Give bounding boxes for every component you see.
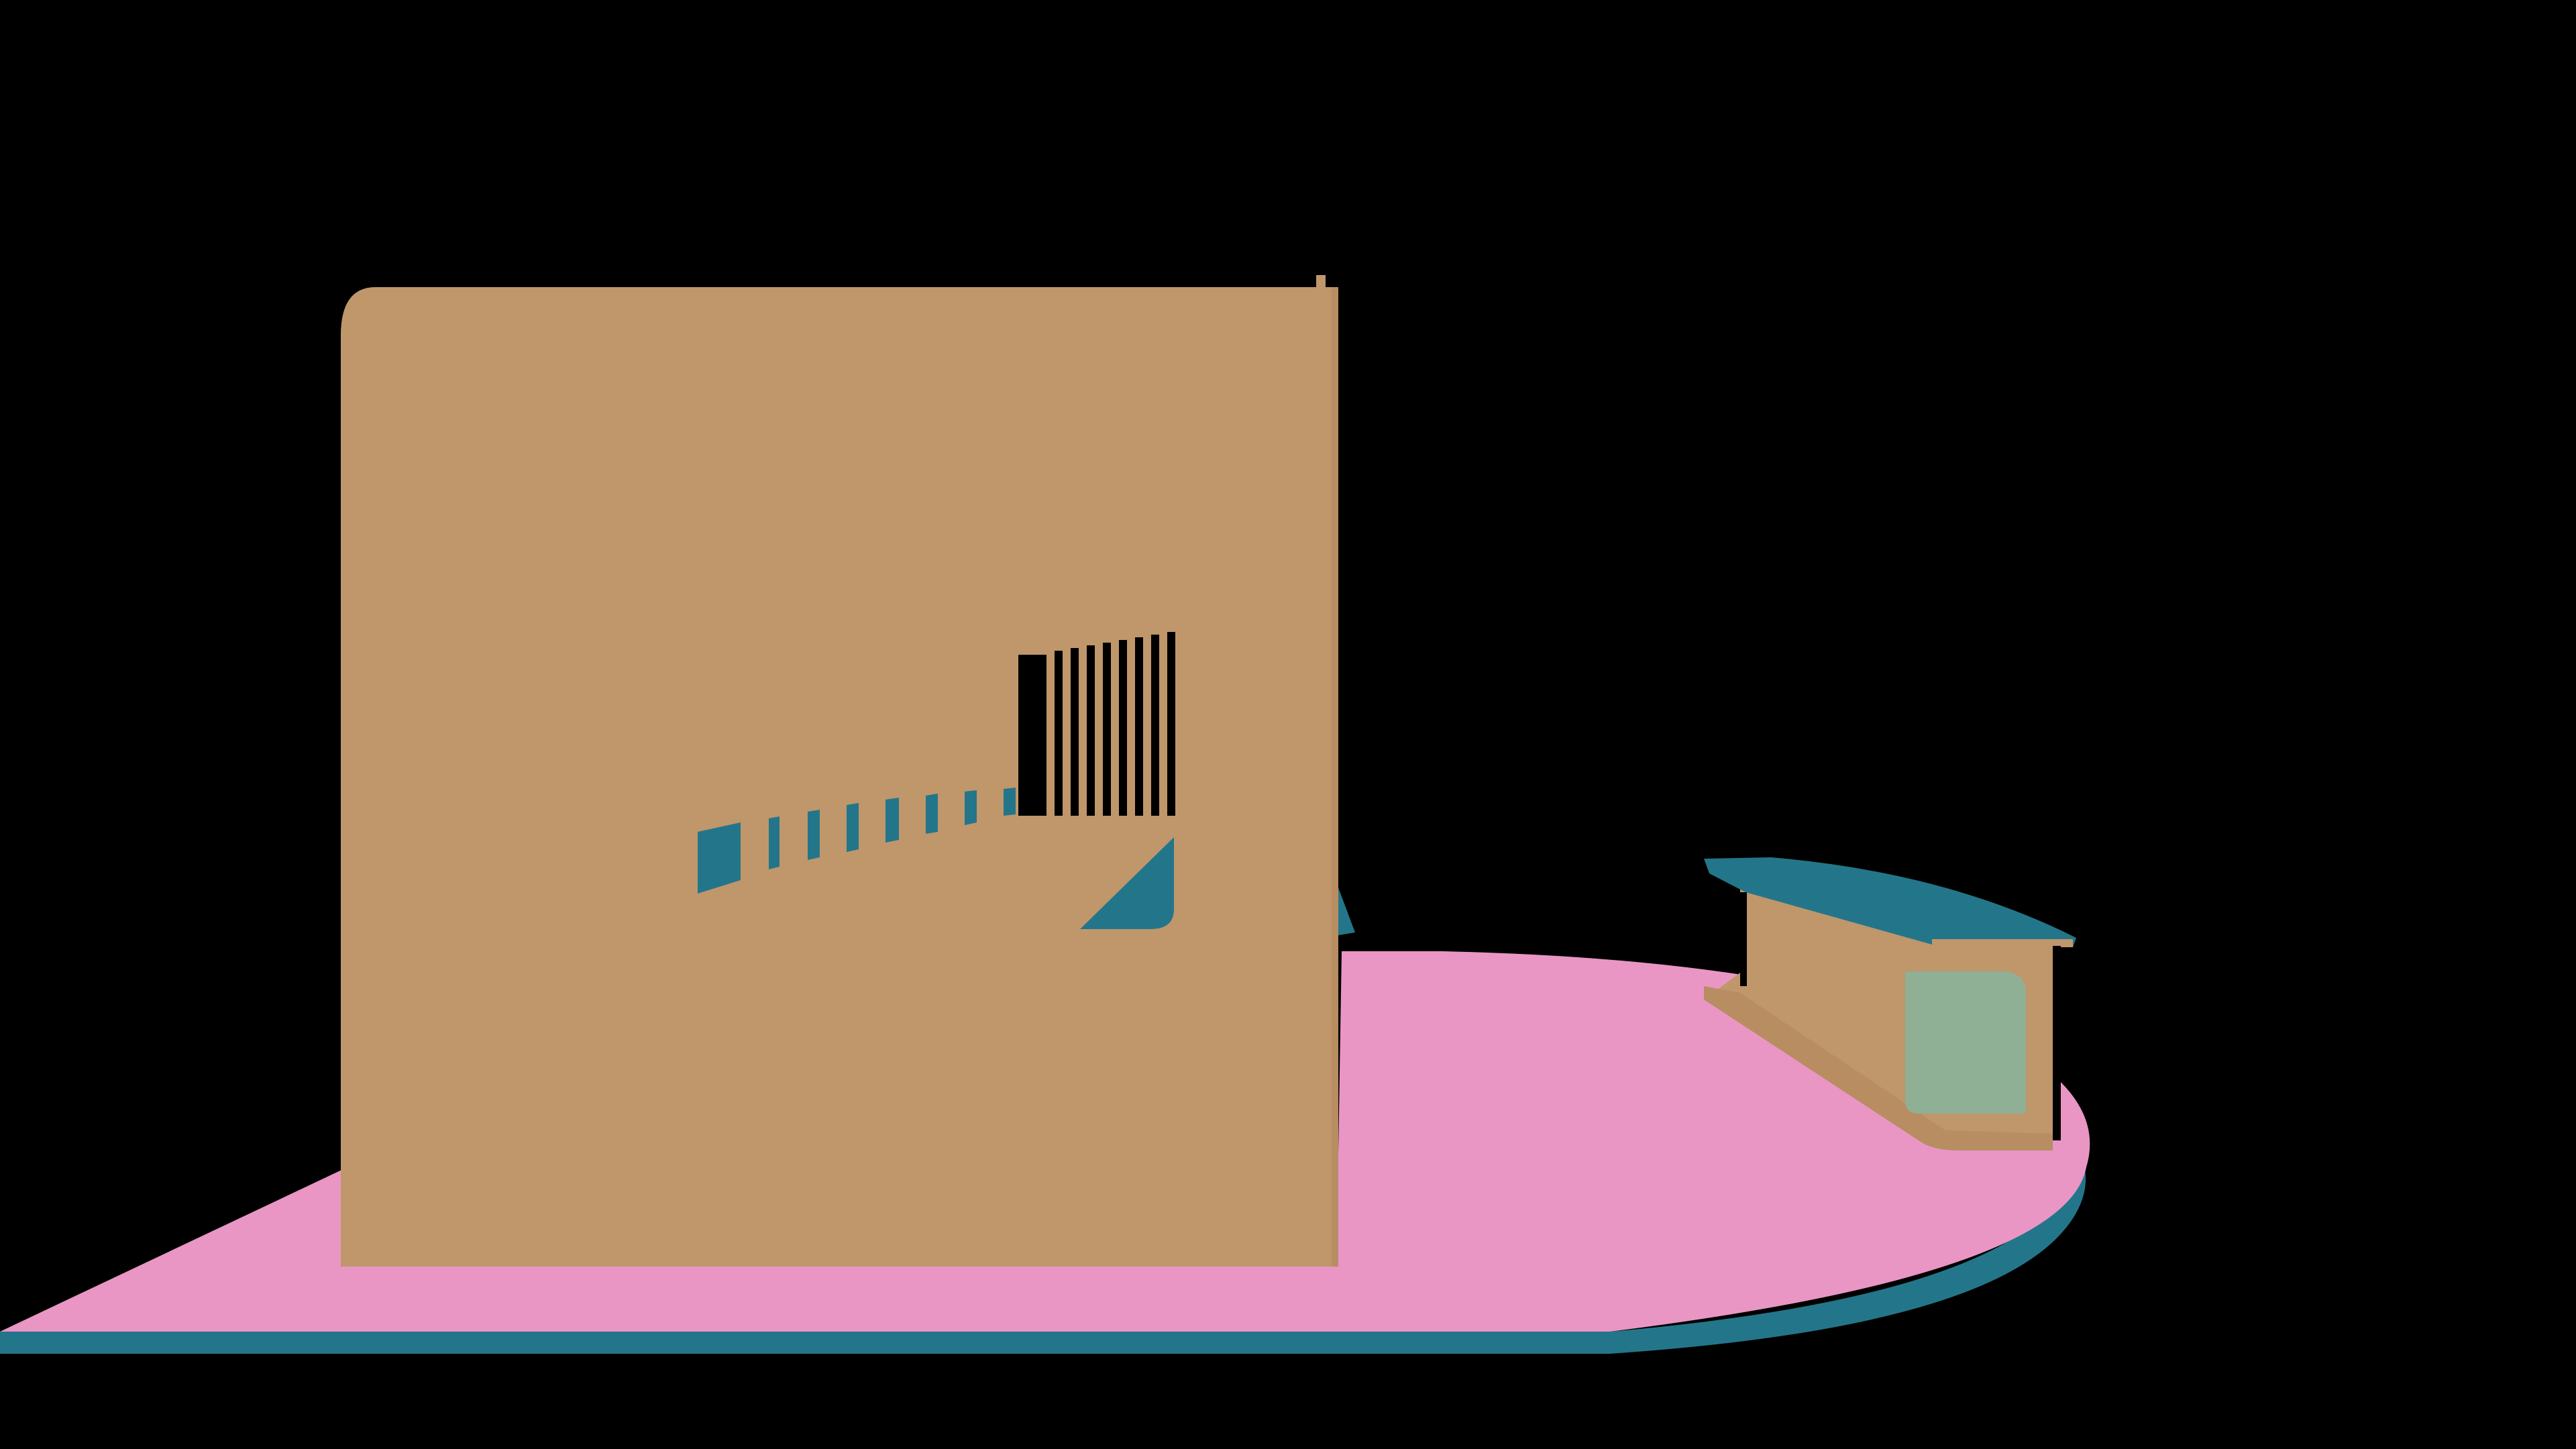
kiosk — [1704, 857, 2076, 1150]
window-slats-teal — [698, 788, 1016, 894]
window-bars — [1018, 632, 1175, 816]
window-corner-teal — [1080, 837, 1174, 929]
kiosk-roof — [1704, 857, 2076, 947]
kiosk-pillar — [2053, 946, 2061, 1140]
kiosk-side-post — [1740, 892, 1747, 986]
ground-edge — [0, 1161, 2086, 1354]
kiosk-wall-shade — [1704, 986, 2053, 1150]
main-building — [341, 275, 1338, 1267]
building-wall-right-edge — [1332, 287, 1338, 1267]
roof-edge — [1335, 879, 1355, 936]
kiosk-roof-trim — [1932, 939, 2073, 947]
kiosk-glass — [1905, 971, 2026, 1114]
building-wall — [341, 287, 1338, 1267]
chimney-stub — [1316, 275, 1326, 290]
